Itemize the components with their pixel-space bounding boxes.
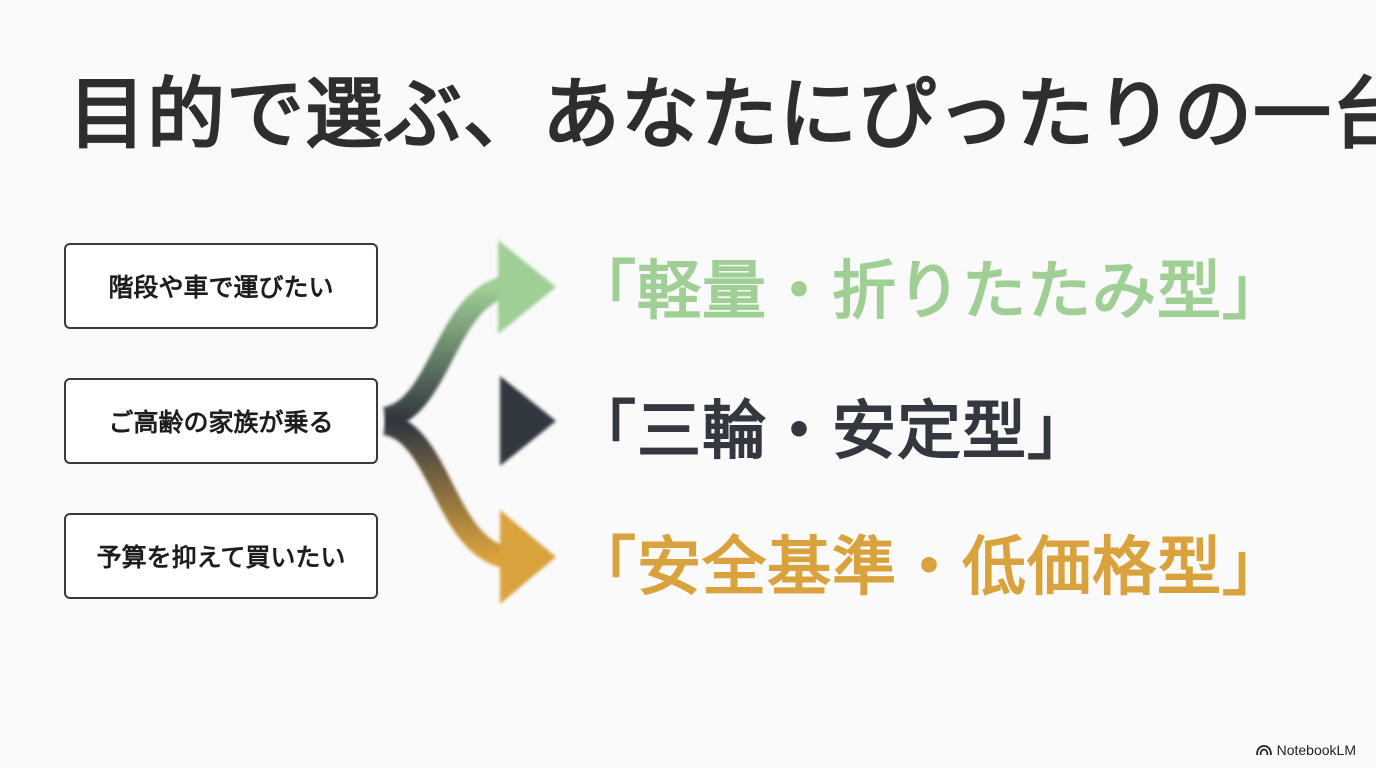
notebooklm-logo-icon bbox=[1255, 745, 1272, 756]
arrowhead-lowcost bbox=[500, 510, 556, 604]
type-label-folding: 「軽量・折りたたみ型」 bbox=[572, 255, 1287, 329]
arrow-elderly-to-folding bbox=[382, 276, 509, 429]
arrowhead-stable bbox=[500, 376, 556, 466]
need-box-carry: 階段や車で運びたい bbox=[64, 243, 378, 329]
brand-watermark: NotebookLM bbox=[1255, 742, 1356, 758]
type-label-lowcost: 「安全基準・低価格型」 bbox=[572, 531, 1287, 605]
arrowhead-folding bbox=[498, 240, 556, 334]
need-box-budget: 予算を抑えて買いたい bbox=[64, 513, 378, 599]
arrow-elderly-to-lowcost bbox=[382, 413, 509, 568]
type-label-stable: 「三輪・安定型」 bbox=[572, 395, 1092, 469]
need-box-elderly: ご高齢の家族が乗る bbox=[64, 378, 378, 464]
brand-label: NotebookLM bbox=[1276, 742, 1356, 758]
page-title: 目的で選ぶ、あなたにぴったりの一台 bbox=[68, 70, 1376, 160]
